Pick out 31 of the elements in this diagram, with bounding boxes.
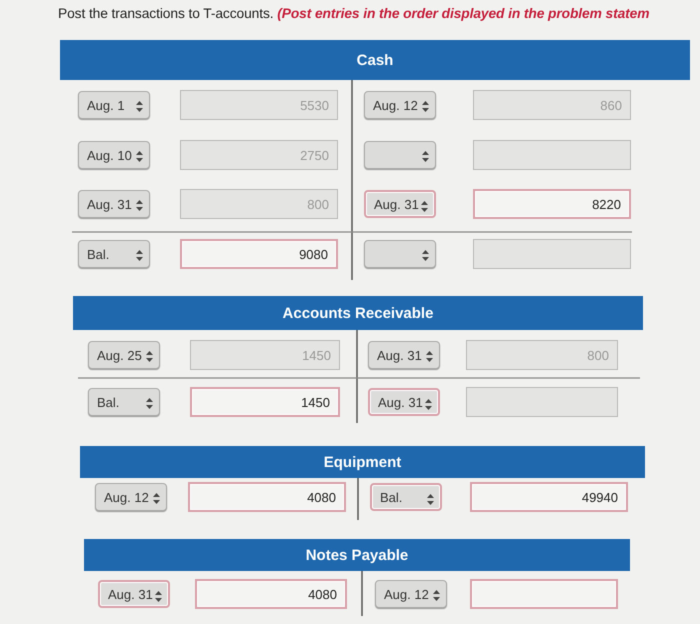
account-header-bar: Accounts Receivable <box>73 296 643 330</box>
input-field: 860 <box>473 90 631 120</box>
input-field: 800 <box>180 189 338 219</box>
dropdown-select: Aug. 12 <box>95 483 167 511</box>
dropdown-select: Aug. 12 <box>364 91 436 119</box>
account-header-bar: Cash <box>60 40 690 80</box>
dropdown-select: Aug. 1 <box>78 91 150 119</box>
input-field: 8220 <box>473 189 631 219</box>
input-field: 2750 <box>180 140 338 170</box>
dropdown-select: Aug. 31 <box>368 341 440 369</box>
dropdown-select: Aug. 25 <box>88 341 160 369</box>
dropdown-select: Aug. 31 <box>78 190 150 218</box>
account-header-bar: Notes Payable <box>84 539 630 571</box>
input-field: 5530 <box>180 90 338 120</box>
instruction-text: Post the transactions to T-accounts. (Post entries in the order displayed in the problem statem <box>58 6 650 21</box>
input-field: 9080 <box>180 239 338 269</box>
input-field: 1450 <box>190 340 340 370</box>
dropdown-select: Bal. <box>370 483 442 511</box>
input-field: 4080 <box>195 579 347 609</box>
input-field: 49940 <box>470 482 628 512</box>
dropdown-select: Bal. <box>78 240 150 268</box>
account-header-bar: Equipment <box>80 446 645 478</box>
dropdown-select: Aug. 31 <box>98 580 170 608</box>
input-field: 1450 <box>190 387 340 417</box>
dropdown-select: Aug. 31 <box>364 190 436 218</box>
dropdown-select: Aug. 12 <box>375 580 447 608</box>
input-field: 4080 <box>188 482 346 512</box>
dropdown-select: Aug. 10 <box>78 141 150 169</box>
dropdown-select: Bal. <box>88 388 160 416</box>
input-field: 800 <box>466 340 618 370</box>
dropdown-select: Aug. 31 <box>368 388 440 416</box>
